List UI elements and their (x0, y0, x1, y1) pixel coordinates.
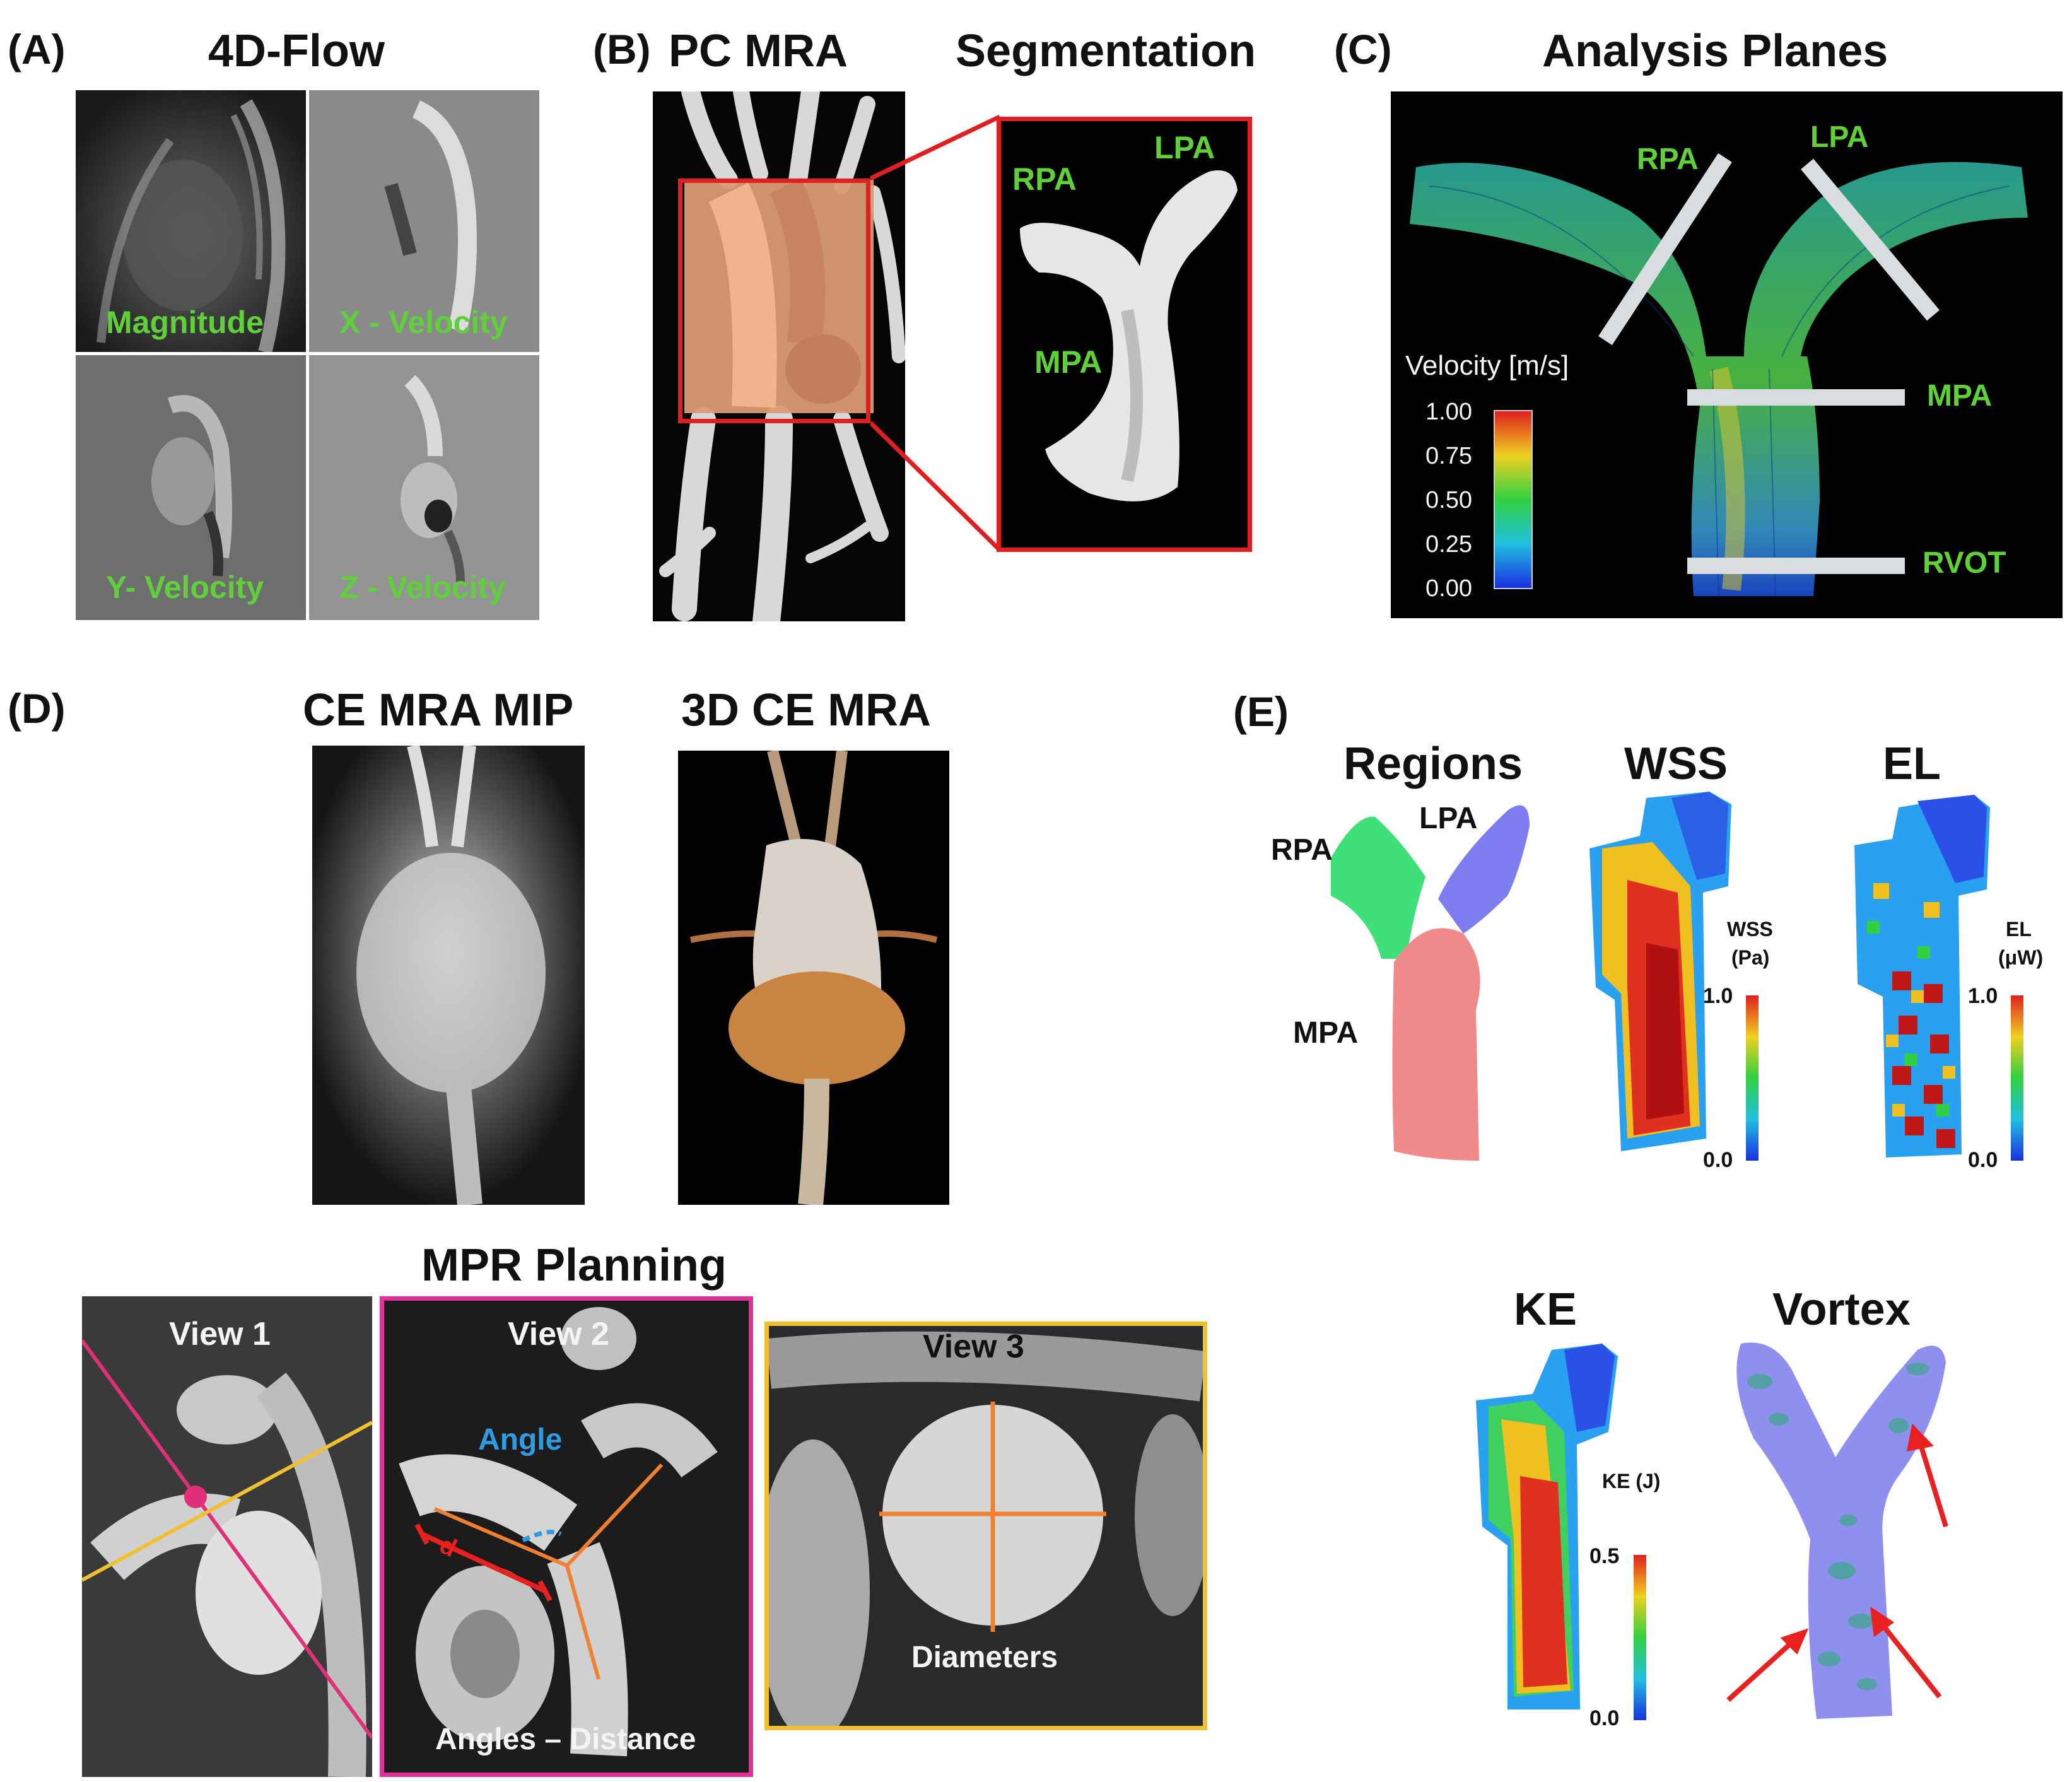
ke-colorbar (1634, 1555, 1646, 1720)
velocity-colorbar-title: Velocity [m/s] (1405, 350, 1569, 381)
panel-e-letter: (E) (1233, 688, 1289, 735)
region-mpa (1392, 928, 1480, 1161)
view-3-image (764, 1322, 1207, 1730)
crop-connector-lines (870, 114, 1002, 552)
x-velocity-label: X - Velocity (339, 305, 508, 340)
ke-bar-max: 0.5 (1589, 1544, 1620, 1568)
panel-c-title: Analysis Planes (1542, 26, 1888, 76)
segmentation-render (997, 117, 1252, 552)
region-lpa (1438, 805, 1530, 934)
view-1-label: View 1 (169, 1316, 271, 1352)
magnitude-image (76, 90, 306, 352)
angle-label: Angle (478, 1423, 563, 1457)
velocity-tick-0-00: 0.00 (1425, 575, 1472, 602)
ke-title: KE (1514, 1284, 1577, 1335)
region-rpa (1331, 816, 1425, 959)
view-1-image (82, 1296, 372, 1777)
velocity-tick-0-50: 0.50 (1425, 487, 1472, 513)
seg-mpa-label: MPA (1034, 344, 1103, 380)
ke-map (1476, 1344, 1618, 1709)
velocity-tick-0-75: 0.75 (1425, 443, 1472, 469)
panel-c-letter: (C) (1334, 26, 1392, 73)
seg-lpa-label: LPA (1154, 130, 1215, 165)
wss-bar-max: 1.0 (1703, 984, 1733, 1008)
rpa-plane (1598, 153, 1732, 346)
ce-mra-3d-image (678, 751, 949, 1205)
planes-lpa-label: LPA (1810, 120, 1869, 154)
z-velocity-label: Z - Velocity (339, 570, 506, 605)
panel-a-title: 4D-Flow (208, 26, 385, 76)
planes-mpa-label: MPA (1927, 379, 1993, 413)
panel-b-title-segmentation: Segmentation (956, 26, 1256, 76)
z-velocity-image (309, 355, 539, 620)
wss-bar-title: WSS (1727, 918, 1773, 941)
magnitude-label: Magnitude (106, 305, 264, 340)
region-lpa-label: LPA (1419, 802, 1478, 835)
view-2-label: View 2 (508, 1316, 609, 1352)
ce-mra-mip-title: CE MRA MIP (303, 685, 574, 736)
el-bar-title: EL (2006, 918, 2032, 941)
velocity-tick-0-25: 0.25 (1425, 531, 1472, 558)
y-velocity-label: Y- Velocity (106, 570, 264, 605)
x-velocity-image (309, 90, 539, 352)
el-bar-max: 1.0 (1968, 984, 1998, 1008)
view-2-image (380, 1296, 753, 1777)
view-1-yellow-plane (82, 1421, 372, 1582)
panel-b-title-pc-mra: PC MRA (669, 26, 848, 76)
y-velocity-image (76, 355, 306, 620)
ce-mra-mip-image (312, 746, 585, 1205)
planes-rvot-label: RVOT (1923, 546, 2006, 580)
seg-rpa-label: RPA (1012, 161, 1077, 197)
regions-model (1331, 805, 1530, 1161)
panel-a-letter: (A) (8, 26, 66, 73)
view-3-label: View 3 (923, 1328, 1024, 1365)
wss-bar-unit: (Pa) (1731, 946, 1770, 969)
wss-bar-min: 0.0 (1703, 1148, 1733, 1172)
wss-map (1589, 792, 1731, 1151)
region-rpa-label: RPA (1271, 833, 1333, 867)
el-bar-min: 0.0 (1968, 1148, 1998, 1172)
diameters-label: Diameters (911, 1641, 1058, 1674)
vortex-render (1726, 1342, 1948, 1719)
mpr-planning-title: MPR Planning (421, 1240, 727, 1291)
ce-mra-3d-title: 3D CE MRA (681, 685, 932, 736)
wss-colorbar (1746, 995, 1759, 1161)
el-colorbar (2011, 995, 2023, 1161)
wss-title: WSS (1624, 739, 1728, 789)
vortex-title: Vortex (1772, 1284, 1911, 1335)
el-bar-unit: (μW) (1998, 946, 2044, 969)
velocity-tick-1-00: 1.00 (1425, 399, 1472, 425)
lpa-plane (1801, 158, 1940, 321)
panel-d-letter: (D) (8, 685, 66, 732)
el-map (1854, 795, 1990, 1158)
view-1-magenta-plane (82, 1339, 372, 1739)
regions-title: Regions (1343, 739, 1523, 789)
ke-bar-title: KE (J) (1602, 1470, 1661, 1492)
analysis-plane-bars (1598, 153, 1940, 574)
planes-rpa-label: RPA (1637, 143, 1699, 176)
ke-bar-min: 0.0 (1589, 1706, 1620, 1730)
velocity-colorbar (1494, 410, 1533, 589)
el-title: EL (1883, 739, 1941, 789)
region-mpa-label: MPA (1293, 1016, 1359, 1050)
angles-distance-label: Angles – Distance (435, 1723, 696, 1756)
panel-b-letter: (B) (593, 26, 651, 73)
pc-mra-crop-box (678, 179, 870, 423)
